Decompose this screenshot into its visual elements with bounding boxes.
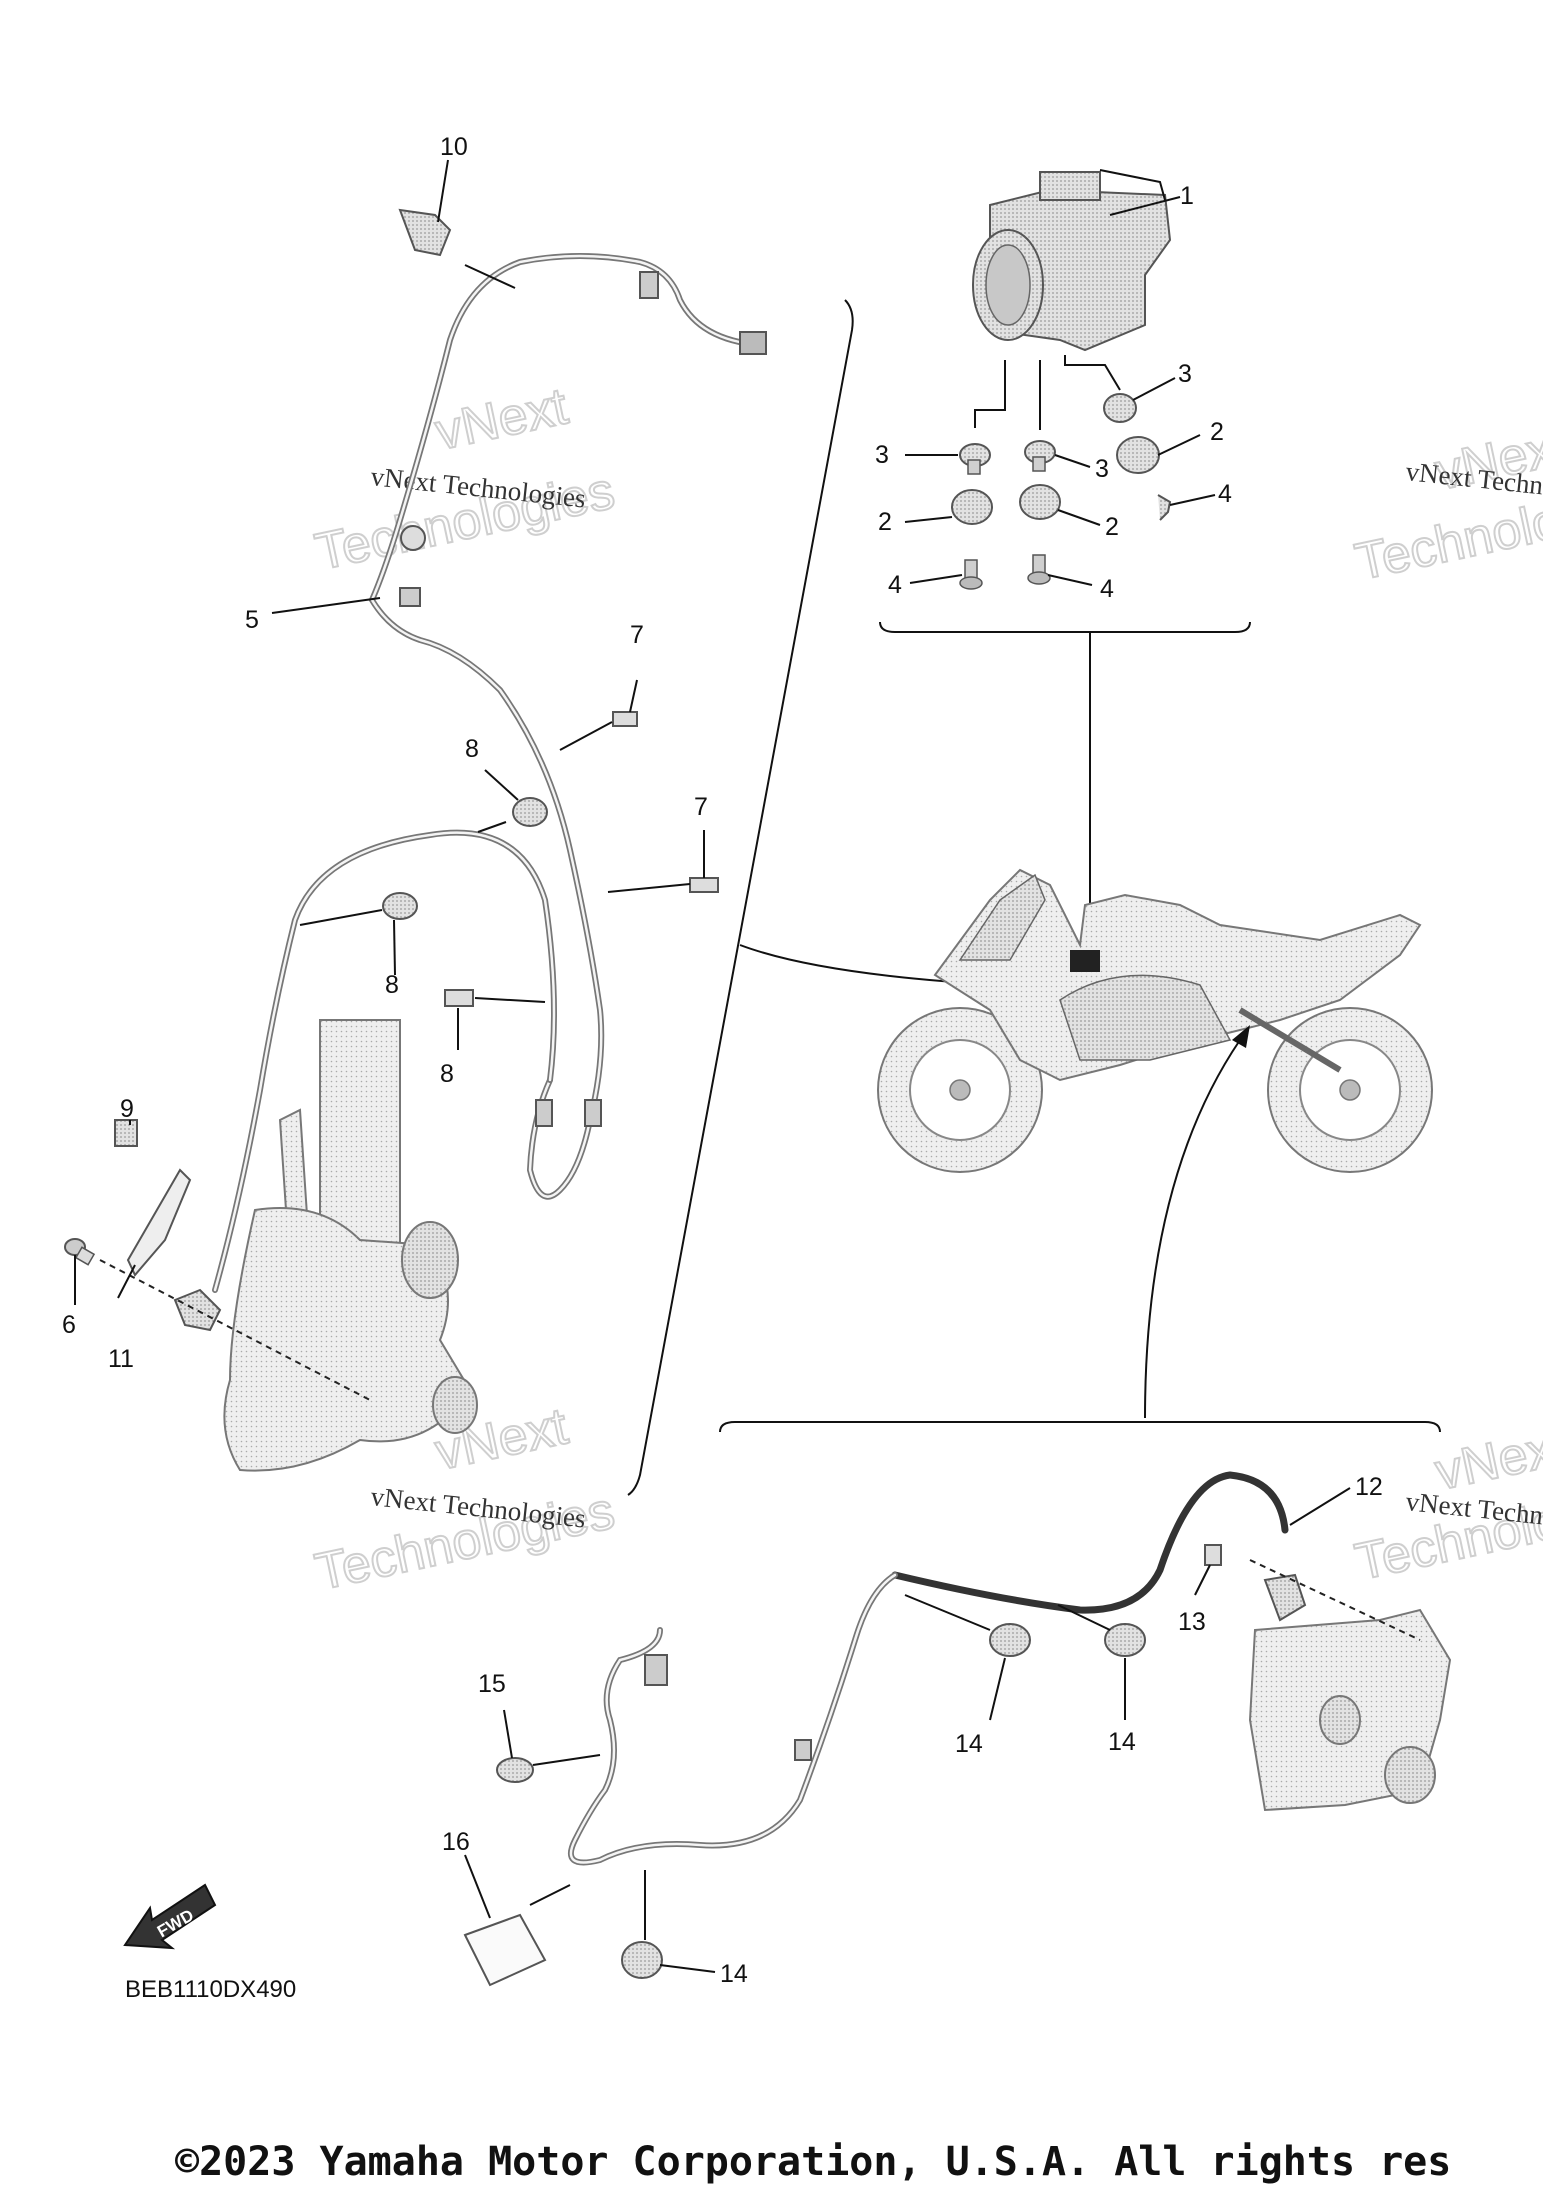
abs-hydraulic-unit [972, 169, 1172, 352]
callout-3-right: 3 [1178, 360, 1192, 388]
callout-6: 6 [62, 1311, 76, 1339]
callout-13: 13 [1178, 1608, 1206, 1636]
callout-11: 11 [108, 1345, 134, 1373]
callout-16: 16 [442, 1828, 470, 1856]
callout-4-middle: 4 [1100, 575, 1114, 603]
rear-wheel-sensor-lead [463, 1471, 1452, 1987]
callout-3-left: 3 [875, 441, 889, 469]
callout-15: 15 [478, 1670, 506, 1698]
callout-4-right: 4 [1218, 480, 1232, 508]
abs-mount-hardware [951, 393, 1172, 590]
callout-1: 1 [1180, 182, 1194, 210]
copyright-notice: ©2023 Yamaha Motor Corporation, U.S.A. A… [175, 2139, 1451, 2185]
callout-14-right: 14 [1108, 1728, 1136, 1756]
front-wheel-sensor-lead [64, 208, 767, 1332]
callout-2-left: 2 [878, 508, 892, 536]
diagram-code: BEB1110DX490 [125, 1976, 296, 2003]
motorcycle-illustration [877, 868, 1433, 1173]
watermark-big-1: vNext [430, 377, 573, 461]
callout-8-top: 8 [465, 735, 479, 763]
callout-5: 5 [245, 606, 259, 634]
callout-2-middle: 2 [1105, 513, 1119, 541]
callout-2-right: 2 [1210, 418, 1224, 446]
callout-3-middle: 3 [1095, 455, 1109, 483]
callout-7-bottom: 7 [694, 793, 708, 821]
callout-4-left: 4 [888, 571, 902, 599]
callout-8-bottom: 8 [440, 1060, 454, 1088]
callout-8-middle: 8 [385, 971, 399, 999]
callout-7-top: 7 [630, 621, 644, 649]
front-fork-leg [223, 1019, 478, 1472]
callout-10: 10 [440, 133, 468, 161]
callout-14-left: 14 [955, 1730, 983, 1758]
fwd-arrow-icon: FWD [123, 1883, 217, 1950]
watermark-group: vNext Technologies vNext Technologies vN… [309, 376, 1543, 1602]
callout-14-bottom: 14 [720, 1960, 748, 1988]
watermark-big-7: vNext [1430, 1417, 1543, 1501]
callout-12: 12 [1355, 1473, 1383, 1501]
callout-9: 9 [120, 1095, 134, 1123]
